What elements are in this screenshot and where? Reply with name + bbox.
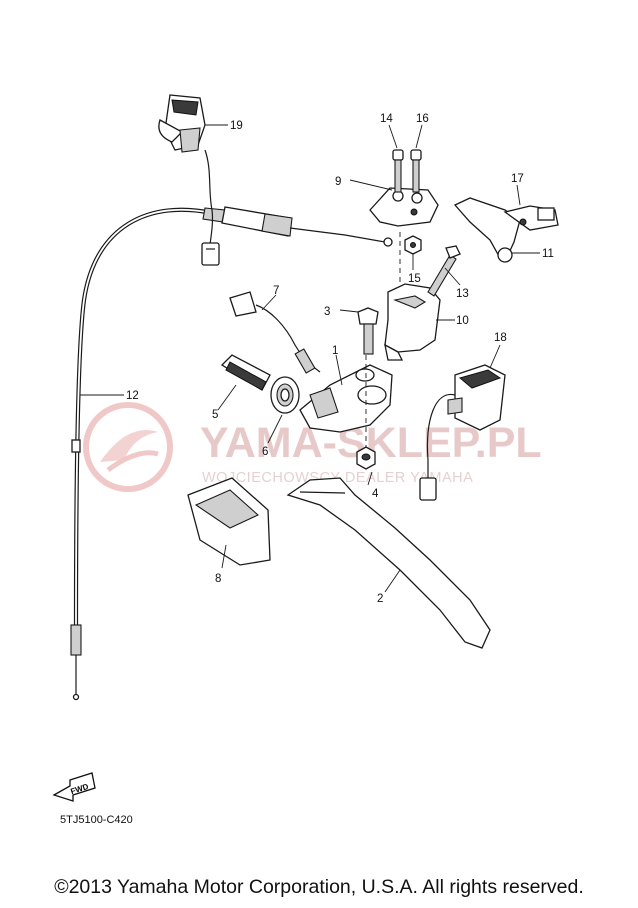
leader-lines (80, 124, 540, 593)
callout-12: 12 (126, 390, 139, 402)
part-spring-5 (220, 354, 271, 391)
callout-9: 9 (335, 176, 341, 188)
part-cover-8 (187, 477, 271, 566)
copyright-notice: ©2013 Yamaha Motor Corporation, U.S.A. A… (54, 876, 584, 898)
part-holder-10 (384, 283, 441, 361)
callout-14: 14 (380, 113, 393, 125)
callout-18: 18 (494, 332, 507, 344)
parts-diagram: YAMA-SKLEP.PL WOJCIECHOWSCY DEALER YAMAH… (52, 94, 559, 802)
part-bracket-9 (369, 187, 439, 227)
callout-6: 6 (262, 446, 268, 458)
callout-13: 13 (456, 288, 469, 300)
callout-4: 4 (372, 488, 379, 500)
callout-10: 10 (456, 315, 469, 327)
callout-17: 17 (511, 173, 524, 185)
part-bolts-14-16 (392, 149, 422, 193)
part-lever-holder-1 (299, 364, 393, 433)
part-hotstart-18 (419, 364, 506, 501)
callout-11: 11 (542, 248, 554, 260)
callout-2: 2 (377, 593, 383, 605)
callout-1: 1 (332, 345, 338, 357)
part-nut-15 (399, 232, 422, 290)
callout-8: 8 (215, 573, 221, 585)
part-switch-7 (229, 291, 321, 374)
callout-7: 7 (273, 285, 279, 297)
part-nut-4 (356, 446, 376, 470)
part-adjuster-6 (270, 376, 300, 414)
part-lever-2 (286, 477, 491, 649)
part-hotstart-lever (158, 94, 206, 153)
fwd-arrow-icon: FWD (52, 772, 96, 802)
part-screw-13 (427, 245, 461, 297)
watermark-logo (83, 402, 173, 492)
callout-15: 15 (408, 273, 421, 285)
callout-5: 5 (212, 409, 218, 421)
part-bolt-3 (357, 307, 379, 355)
diagram-code: 5TJ5100-C420 (60, 814, 133, 826)
part-cable (70, 149, 393, 701)
callout-labels: 1 2 3 4 5 6 7 8 9 10 11 12 13 14 15 16 1… (126, 113, 554, 605)
part-perch-17 (453, 197, 559, 263)
callout-3: 3 (324, 306, 330, 318)
callout-19: 19 (230, 120, 243, 132)
callout-16: 16 (416, 113, 429, 125)
